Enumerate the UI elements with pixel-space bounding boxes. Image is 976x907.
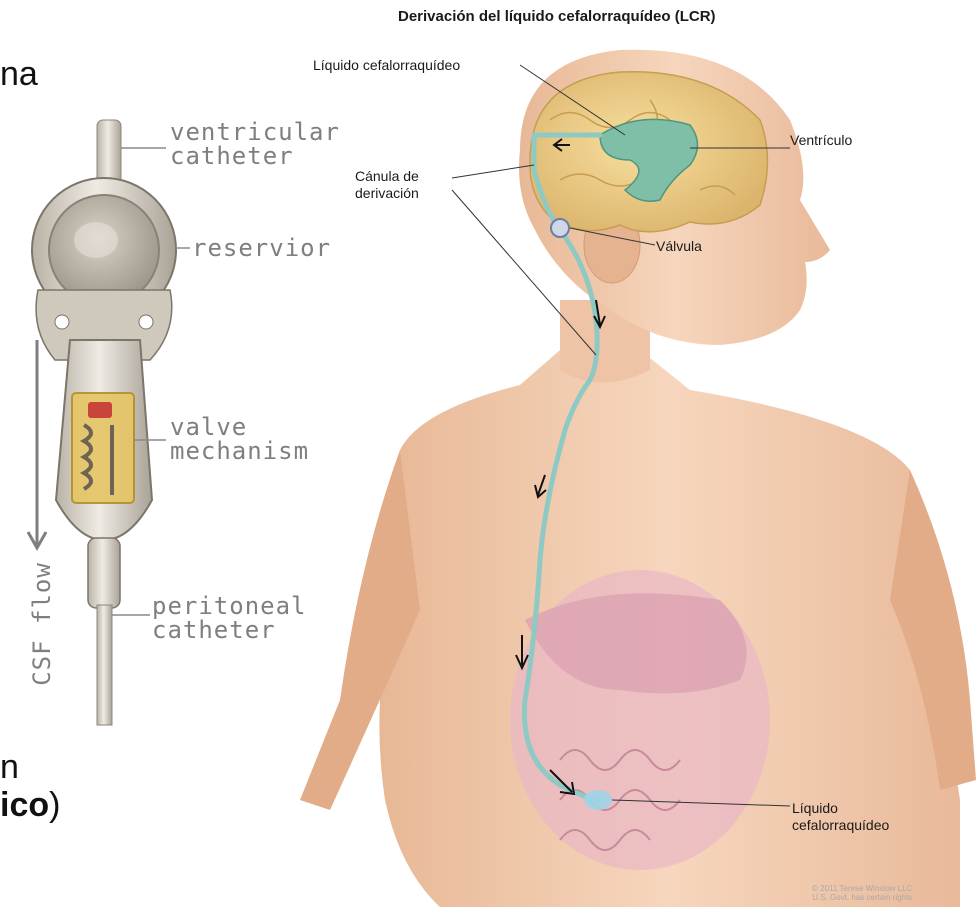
slide-text-bold: ico bbox=[0, 786, 49, 824]
slide-text-fragment-top: na bbox=[0, 55, 38, 93]
label-csf-top: Líquido cefalorraquídeo bbox=[313, 57, 460, 74]
peritoneal-catheter-tube bbox=[97, 605, 112, 725]
label-valve-mechanism: valve mechanism bbox=[170, 415, 309, 463]
valve bbox=[551, 219, 569, 237]
label-csf-bottom: Líquido cefalorraquídeo bbox=[792, 800, 889, 834]
label-reservoir: reservior bbox=[192, 236, 331, 260]
label-peritoneal-catheter: peritoneal catheter bbox=[152, 594, 307, 642]
figure-title: Derivación del líquido cefalorraquídeo (… bbox=[398, 8, 716, 25]
label-ventricle: Ventrículo bbox=[790, 132, 852, 149]
label-csf-flow: CSF flow bbox=[30, 562, 54, 686]
csf-pool bbox=[584, 790, 612, 810]
label-valve: Válvula bbox=[656, 238, 702, 255]
slide-text-fragment-bottom-2: ico) bbox=[0, 786, 60, 824]
copyright-notice: © 2011 Terese Winslow LLC U.S. Govt. has… bbox=[812, 884, 912, 902]
label-ventricular-catheter: ventricular catheter bbox=[170, 120, 340, 168]
slide-text-fragment-bottom-1: n bbox=[0, 748, 19, 786]
slide-text-paren: ) bbox=[49, 786, 60, 824]
label-shunt-tube: Cánula de derivación bbox=[355, 168, 419, 202]
